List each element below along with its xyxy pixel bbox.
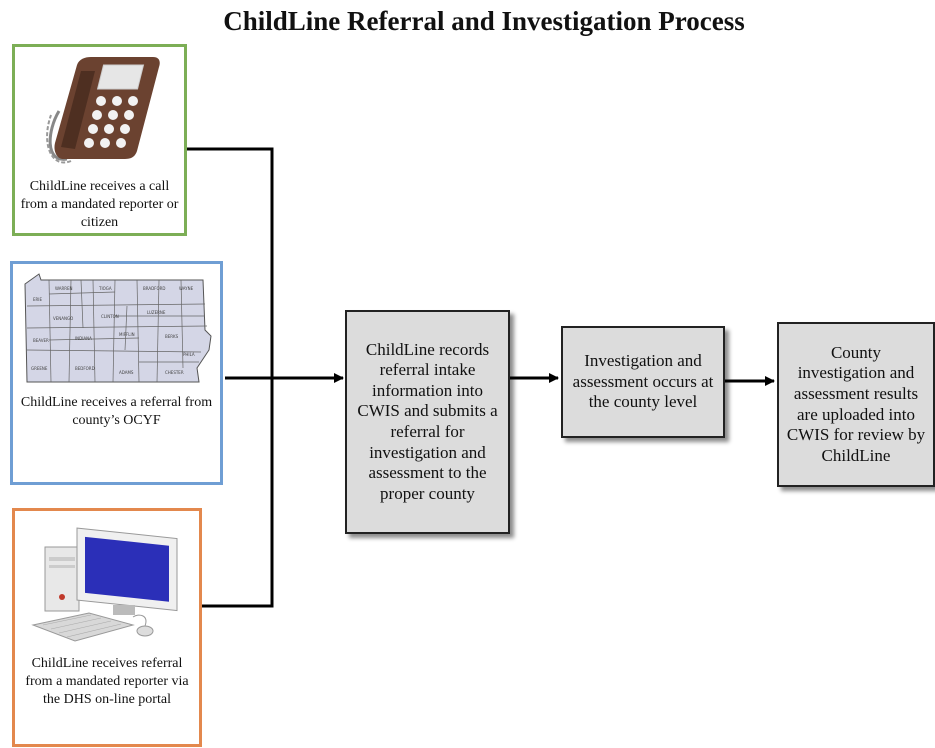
process-step-record-referral: ChildLine records referral intake inform…: [345, 310, 510, 534]
svg-text:VENANGO: VENANGO: [53, 316, 73, 321]
svg-text:ERIE: ERIE: [33, 297, 42, 302]
source-caption-county: ChildLine receives a referral from count…: [20, 395, 213, 428]
svg-text:BEAVER: BEAVER: [33, 338, 49, 343]
pennsylvania-county-map: ERIE WARREN TIOGA BRADFORD WAYNE VENANGO CLI…: [24, 273, 212, 383]
source-box-county-referral: ERIE WARREN TIOGA BRADFORD WAYNE VENANGO CLI…: [10, 261, 223, 485]
svg-text:ADAMS: ADAMS: [119, 370, 134, 375]
connector-portal: [202, 378, 274, 608]
source-box-online-portal: ChildLine receives referral from a manda…: [12, 508, 202, 747]
process-step-upload-results: County investigation and assessment resu…: [777, 322, 935, 487]
svg-text:LUZERNE: LUZERNE: [147, 310, 166, 315]
svg-text:WARREN: WARREN: [55, 286, 73, 291]
svg-text:CLINTON: CLINTON: [101, 314, 119, 319]
desktop-computer-icon: [31, 527, 178, 642]
svg-text:PHILA: PHILA: [183, 352, 195, 357]
svg-text:MIFFLIN: MIFFLIN: [119, 332, 135, 337]
telephone-icon: [46, 57, 160, 164]
svg-text:TIOGA: TIOGA: [98, 286, 112, 291]
source-caption-portal: ChildLine receives referral from a manda…: [25, 656, 189, 707]
diagram-title: ChildLine Referral and Investigation Pro…: [223, 6, 745, 36]
svg-text:INDIANA: INDIANA: [75, 336, 92, 341]
svg-text:BRADFORD: BRADFORD: [143, 286, 166, 291]
svg-text:BEDFORD: BEDFORD: [75, 366, 95, 371]
connector-phone: [187, 147, 274, 378]
source-box-phone-call: ChildLine receives a call from a mandate…: [12, 44, 187, 236]
svg-text:BERKS: BERKS: [165, 334, 179, 339]
svg-text:CHESTER: CHESTER: [165, 370, 184, 375]
source-caption-phone: ChildLine receives a call from a mandate…: [20, 179, 179, 230]
svg-text:WAYNE: WAYNE: [179, 286, 194, 291]
process-step-county-investigation: Investigation and assessment occurs at t…: [561, 326, 725, 438]
svg-text:GREENE: GREENE: [31, 366, 48, 371]
